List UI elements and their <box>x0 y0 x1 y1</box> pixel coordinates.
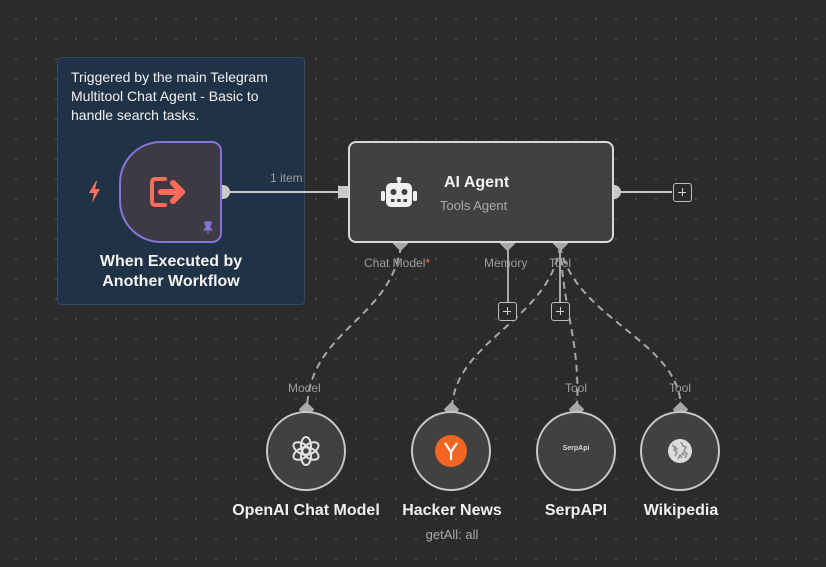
serpapi-port-label: Tool <box>565 381 588 395</box>
add-tool-button[interactable] <box>551 302 570 321</box>
wikipedia-label: Wikipedia <box>643 502 719 519</box>
add-node-button[interactable] <box>673 183 692 202</box>
openai-chat-model-label: OpenAI Chat Model <box>232 502 380 519</box>
serpapi-logo: SerpApi <box>562 445 590 452</box>
chat-model-label: Chat Model* <box>364 256 431 270</box>
execute-workflow-icon <box>149 175 193 209</box>
agent-subtitle: Tools Agent <box>440 198 508 213</box>
serpapi-label: SerpAPI <box>544 502 608 519</box>
serpapi-node[interactable]: SerpApi <box>536 411 616 491</box>
sticky-note[interactable]: Triggered by the main Telegram Multitool… <box>57 57 305 305</box>
hackernews-connection <box>451 245 561 409</box>
lightning-icon <box>86 180 104 204</box>
wikipedia-connection <box>559 245 682 409</box>
ai-agent-node[interactable]: AI Agent Tools Agent <box>348 141 614 243</box>
pin-icon[interactable] <box>201 221 215 235</box>
add-memory-button[interactable] <box>498 302 517 321</box>
connection-item-count: 1 item <box>270 171 303 185</box>
hacker-news-node[interactable] <box>411 411 491 491</box>
agent-title: AI Agent <box>444 174 510 191</box>
memory-label: Memory <box>484 256 528 270</box>
agent-input-port[interactable] <box>338 186 348 198</box>
tool-label: Tool <box>549 256 572 270</box>
trigger-label: When Executed by Another Workflow <box>99 253 243 290</box>
sticky-note-text: Triggered by the main Telegram Multitool… <box>71 69 268 123</box>
hacker-news-subtitle: getAll: all <box>425 527 479 542</box>
openai-chat-model-node[interactable] <box>266 411 346 491</box>
model-connection <box>306 245 402 409</box>
serpapi-connection <box>559 245 579 409</box>
wikipedia-port-label: Tool <box>669 381 692 395</box>
wikipedia-node[interactable] <box>640 411 720 491</box>
hacker-news-label: Hacker News <box>402 502 502 519</box>
hacker-news-icon <box>435 435 467 467</box>
robot-icon <box>381 176 417 211</box>
trigger-node[interactable] <box>119 141 222 243</box>
openai-port-label: Model <box>288 381 321 395</box>
openai-icon <box>290 435 322 467</box>
wikipedia-globe-icon <box>667 438 693 464</box>
